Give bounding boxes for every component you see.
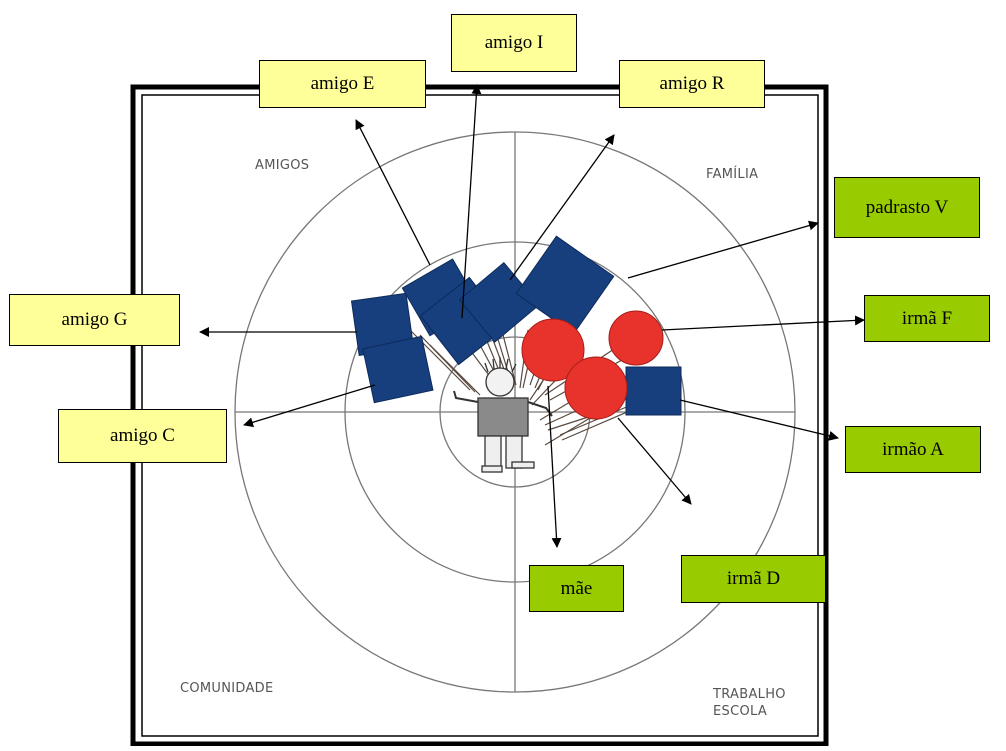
- quadrant-family: FAMÍLIA: [706, 167, 759, 182]
- label-padrasto-v: padrasto V: [834, 177, 980, 238]
- arrow-amigo-e: [355, 119, 431, 266]
- arrow-mae: [547, 385, 562, 548]
- quadrant-community: COMUNIDADE: [180, 681, 274, 696]
- arrow-amigo-i: [461, 84, 482, 319]
- label-amigo-i: amigo I: [451, 14, 577, 72]
- label-amigo-r: amigo R: [619, 60, 765, 108]
- marker-irmao-a: [625, 366, 682, 416]
- label-amigo-g: amigo G: [9, 294, 180, 346]
- square-markers: [350, 235, 682, 416]
- label-mae: mãe: [529, 565, 624, 612]
- arrow-amigo-c: [243, 384, 376, 428]
- arrow-irma-d: [617, 417, 692, 505]
- quadrant-work-line1: TRABALHO: [713, 687, 786, 702]
- label-amigo-c: amigo C: [58, 409, 227, 463]
- label-irma-f: irmã F: [864, 295, 990, 342]
- label-amigo-e: amigo E: [259, 60, 426, 108]
- marker-mae: [521, 318, 585, 382]
- label-irma-d: irmã D: [681, 555, 826, 603]
- quadrant-work-line2: ESCOLA: [713, 704, 768, 719]
- marker-irma-f: [608, 310, 664, 366]
- marker-padrasto-v: [515, 235, 615, 335]
- child-figure: [453, 357, 553, 473]
- arrow-padrasto-v: [627, 220, 819, 279]
- label-arrows: [199, 84, 865, 548]
- circle-markers: [521, 310, 664, 420]
- marker-amigo-r: [458, 261, 540, 343]
- quadrant-friends: AMIGOS: [255, 158, 310, 173]
- arrow-irma-f: [661, 315, 865, 331]
- arrow-amigo-r: [509, 134, 615, 281]
- quadrant-work-school: TRABALHO ESCOLA: [713, 686, 786, 720]
- label-irmao-a: irmão A: [845, 426, 981, 473]
- arrow-irmao-a: [679, 399, 839, 441]
- marker-amigo-c: [362, 335, 434, 404]
- marker-irma-d: [564, 356, 628, 420]
